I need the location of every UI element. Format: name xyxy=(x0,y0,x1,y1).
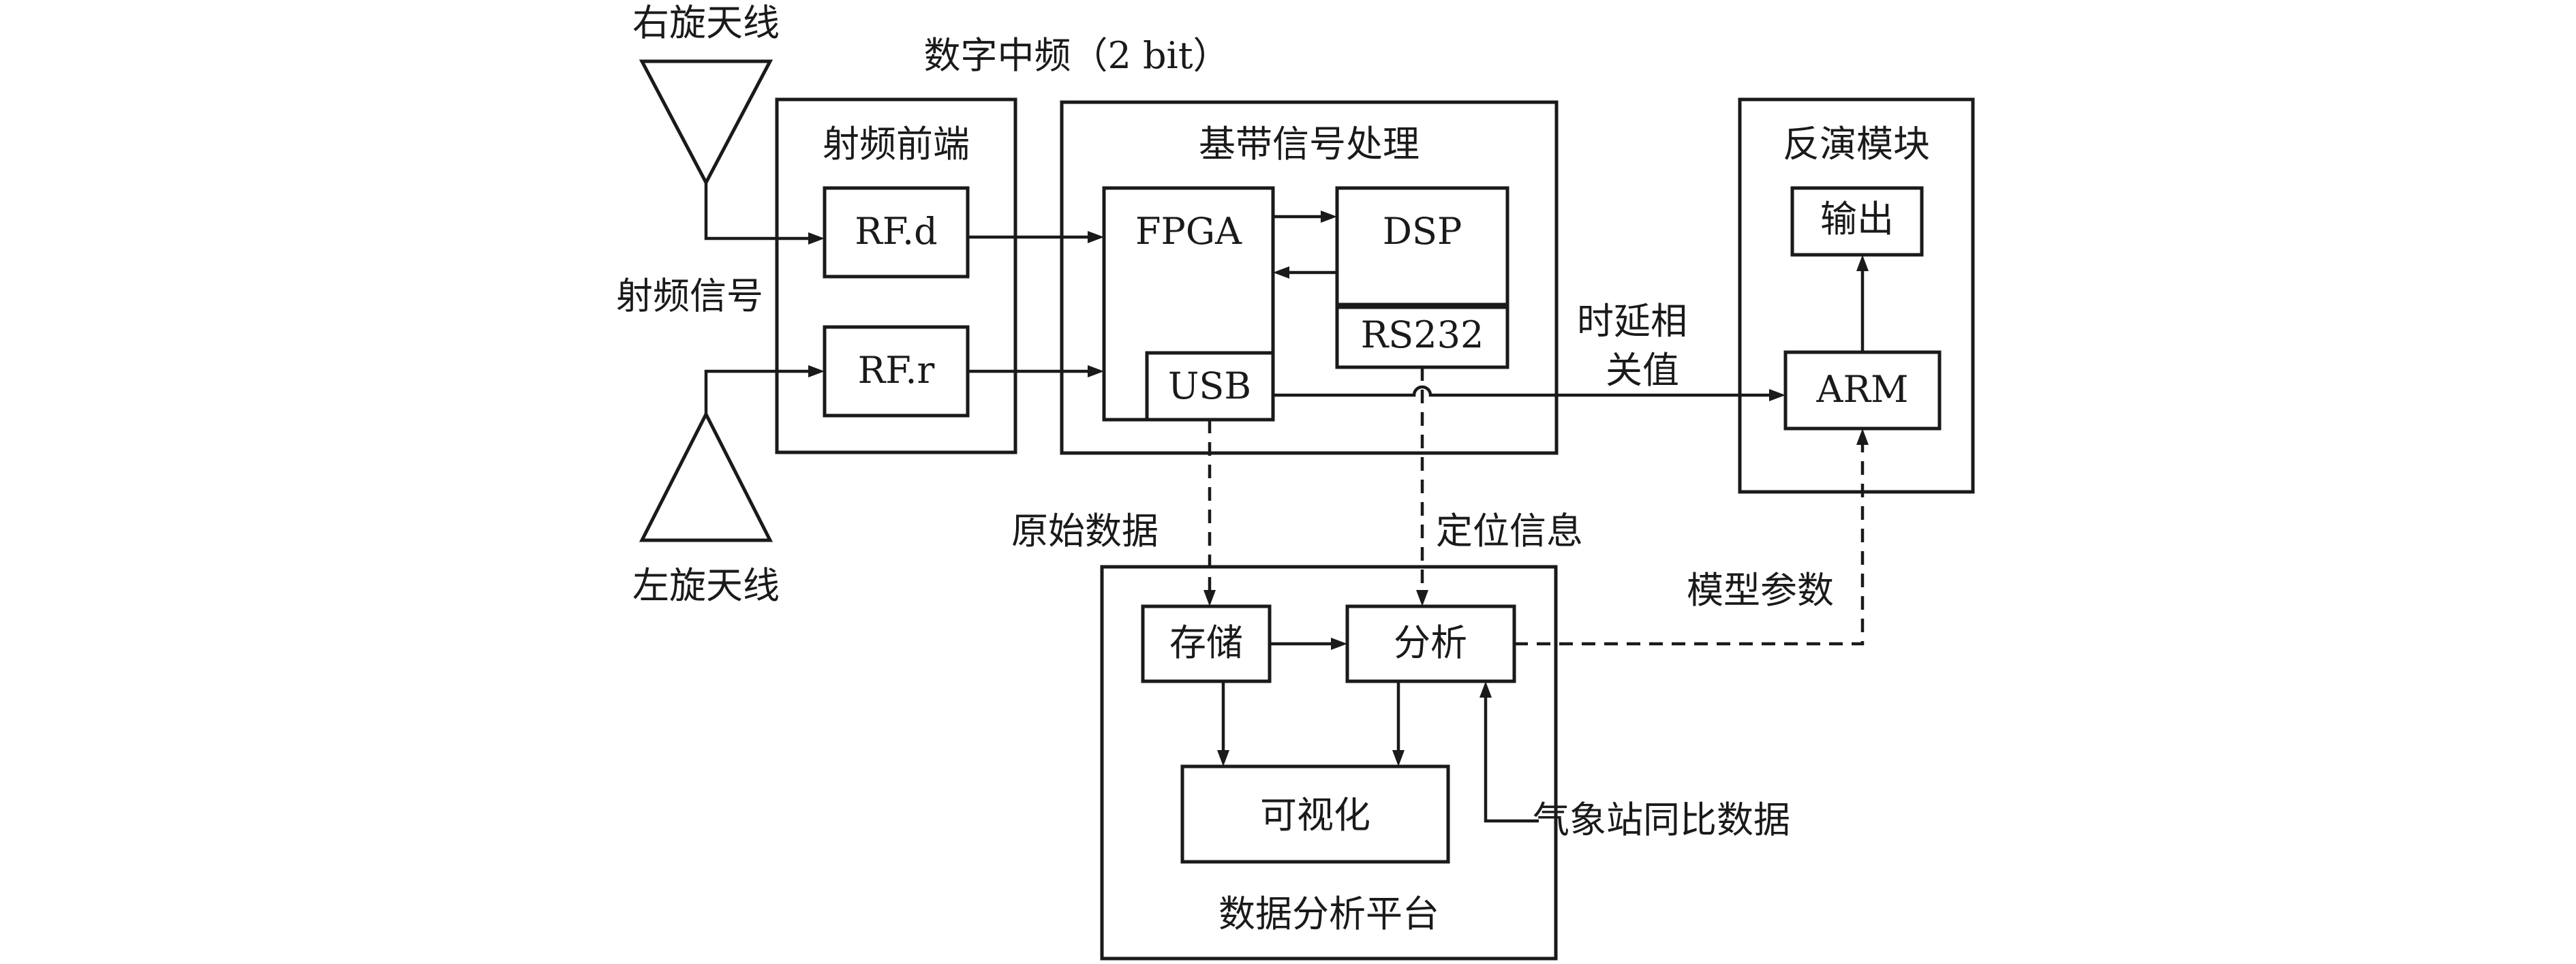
delay-corr-label-line2: 关值 xyxy=(1606,349,1679,392)
arm-label: ARM xyxy=(1816,368,1909,411)
left-antenna-feed-line xyxy=(704,369,812,414)
right-antenna-symbol xyxy=(639,59,773,187)
positioning-info-label: 定位信息 xyxy=(1436,510,1583,553)
arrowhead xyxy=(1769,389,1785,401)
arrowhead xyxy=(1088,231,1104,243)
left-antenna-label: 左旋天线 xyxy=(632,564,780,607)
arrowhead xyxy=(1203,590,1216,606)
arrowhead xyxy=(1088,365,1104,377)
fpga-label: FPGA xyxy=(1135,210,1242,253)
dsp-label: DSP xyxy=(1383,210,1462,253)
output-label: 输出 xyxy=(1820,198,1894,240)
analysis-to-arm-dashed-line xyxy=(1514,444,1865,646)
arrowhead xyxy=(1416,590,1428,606)
right-antenna-feed-line xyxy=(704,183,812,240)
baseband-title: 基带信号处理 xyxy=(1199,123,1420,166)
usb-label: USB xyxy=(1168,364,1251,407)
delay-corr-label-line1: 时延相 xyxy=(1577,300,1687,343)
inversion-box xyxy=(1738,97,1975,494)
arrowhead xyxy=(1856,429,1869,445)
rf-frontend-box xyxy=(775,97,1017,454)
right-antenna-label: 右旋天线 xyxy=(632,1,780,44)
weather-station-label: 气象站同比数据 xyxy=(1533,798,1790,841)
arrowhead xyxy=(1392,750,1405,766)
arrowhead xyxy=(808,232,825,245)
visualization-label: 可视化 xyxy=(1260,794,1370,837)
storage-label: 存储 xyxy=(1169,621,1243,664)
arrowhead xyxy=(1479,681,1492,698)
visualization-box xyxy=(1180,764,1450,864)
baseband-box xyxy=(1060,100,1559,455)
platform-box xyxy=(1100,565,1558,961)
rs232-label: RS232 xyxy=(1361,313,1484,356)
left-antenna-symbol xyxy=(639,410,773,542)
rf-signal-label: 射频信号 xyxy=(616,275,763,317)
rf-r-label: RF.r xyxy=(858,349,935,392)
arrowhead xyxy=(1856,255,1869,271)
arrowhead xyxy=(808,365,825,377)
dsp-box xyxy=(1335,186,1509,309)
rf-d-label: RF.d xyxy=(855,210,937,253)
arrowhead xyxy=(1273,266,1289,279)
arrowhead xyxy=(1321,211,1337,223)
analysis-label: 分析 xyxy=(1394,621,1467,664)
digital-if-label: 数字中频（2 bit） xyxy=(923,34,1229,77)
arrowhead xyxy=(1217,750,1229,766)
weather-station-to-analysis-line xyxy=(1484,696,1539,823)
usb-to-arm-line xyxy=(1273,385,1770,397)
raw-data-label: 原始数据 xyxy=(1011,510,1159,553)
rf-d-box xyxy=(823,186,970,279)
platform-title: 数据分析平台 xyxy=(1218,892,1439,935)
arrowhead xyxy=(1331,638,1347,650)
model-params-label: 模型参数 xyxy=(1687,569,1834,612)
rf-frontend-title: 射频前端 xyxy=(823,123,970,166)
inversion-title: 反演模块 xyxy=(1783,123,1930,166)
output-box xyxy=(1790,186,1924,257)
